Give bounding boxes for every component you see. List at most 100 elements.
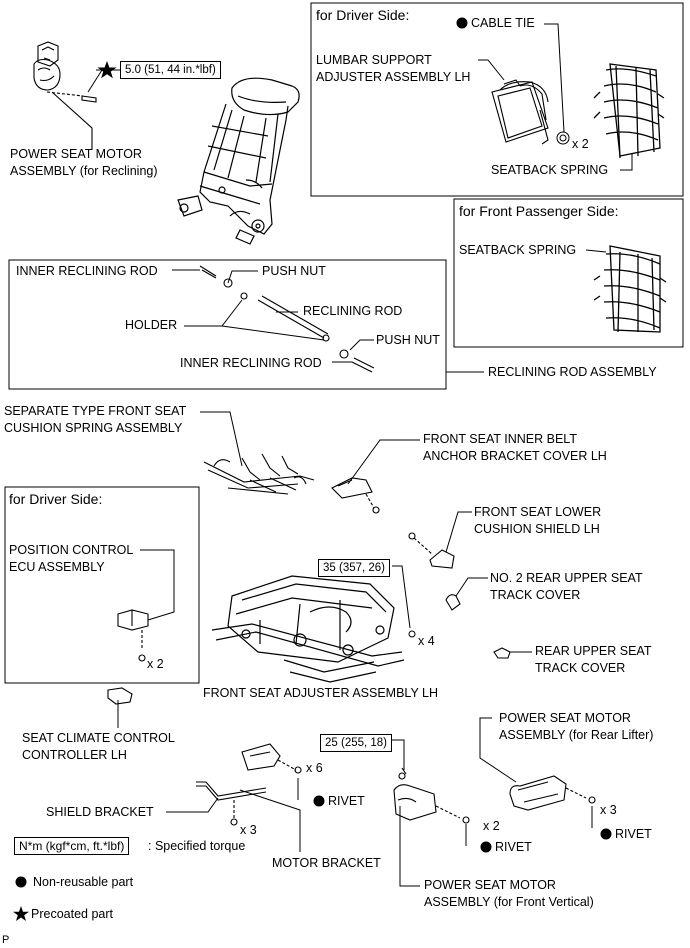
x4-label: x 4 [418,634,435,648]
lumbar-label-2: ADJUSTER ASSEMBLY LH [316,70,471,84]
x2-front-label: x 2 [483,819,500,833]
x2-ecu-label: x 2 [147,657,164,671]
driver-side-mid-header: for Driver Side: [9,491,103,507]
torque-5-box: 5.0 (51, 44 in.*lbf) [120,61,221,79]
holder-label: HOLDER [125,318,178,332]
seatback-spring-driver-drawing [593,63,665,159]
ecu-drawing [117,609,149,662]
rivet-3-nonreusable-icon [600,828,612,840]
precoated-star-icon [97,61,117,79]
seat-adjuster-drawing [211,575,405,683]
front-vertical-leader [399,806,420,887]
spring-driver-leader [620,154,633,171]
legend-torque-box: N*m (kgf*cm, ft.*lbf) [14,837,130,855]
recline-motor-drawing [33,41,97,150]
rear-lifter-leader [479,717,517,783]
holder-leader-a [184,299,243,327]
inner-reclining-rod-label-2: INNER RECLINING ROD [180,356,322,370]
push-nut-2-leader [349,339,374,351]
seatback-frame-drawing [177,77,300,245]
holder-leader-b [221,325,325,341]
torque35-leader [392,565,411,629]
driver-side-mid-frame [4,486,200,684]
cushion-spring-label-1: SEPARATE TYPE FRONT SEAT [4,404,187,418]
ecu-label-1: POSITION CONTROL [9,543,134,557]
belt-cover-label-1: FRONT SEAT INNER BELT [423,432,577,446]
lower-shield-leader [445,511,472,553]
lower-shield-label-1: FRONT SEAT LOWER [474,505,602,519]
legend-nonreusable-icon [15,876,27,888]
climate-label-2: CONTROLLER LH [22,748,127,762]
reclining-rod-parts [199,265,375,373]
passenger-side-header: for Front Passenger Side: [459,203,619,219]
rivet-label-3: RIVET [615,827,652,841]
belt-cover-label-2: ANCHOR BRACKET COVER LH [423,449,607,463]
ecu-label-2: ECU ASSEMBLY [9,560,105,574]
cable-tie-nonreusable-icon [456,17,468,29]
shield-bracket-leader [166,797,219,813]
belt-cover-leader [347,439,420,485]
lumbar-label-1: LUMBAR SUPPORT [316,53,432,67]
recline-motor-label-1: POWER SEAT MOTOR [10,147,142,161]
torque25-leader [388,739,405,770]
motor-bracket-drawing [196,743,302,826]
climate-label-1: SEAT CLIMATE CONTROL [22,731,175,745]
push-nut-label-2: PUSH NUT [376,333,440,347]
rear-cover-label-2: TRACK COVER [535,661,626,675]
lower-shield-drawing [408,532,455,569]
no2-cover-drawing [445,594,461,611]
front-vertical-motor-drawing [393,767,470,824]
rivet-label-2: RIVET [495,840,532,854]
motor-bracket-label: MOTOR BRACKET [272,856,381,870]
motor-bracket-leader [239,789,301,852]
lumbar-leader [478,59,505,81]
no2-cover-label-2: TRACK COVER [490,588,581,602]
legend-nonreusable-label: Non-reusable part [33,875,134,889]
seatback-spring-passenger-drawing [593,245,667,333]
climate-controller-drawing [107,687,133,705]
shield-bracket-label: SHIELD BRACKET [46,805,154,819]
no2-cover-label-1: NO. 2 REAR UPPER SEAT [490,571,643,585]
reclining-rod-label: RECLINING ROD [303,304,403,318]
push-nut-label-1: PUSH NUT [262,264,326,278]
rear-cover-label-1: REAR UPPER SEAT [535,644,652,658]
no2-cover-leader [455,577,488,597]
rivet-label-1: RIVET [328,794,365,808]
ecu-leader [140,549,175,621]
driver-side-top-frame [310,2,684,197]
rivet-2-nonreusable-icon [480,841,492,853]
passenger-side-frame [453,198,684,348]
cushion-spring-label-2: CUSHION SPRING ASSEMBLY [4,421,183,435]
rear-lifter-label-2: ASSEMBLY (for Rear Lifter) [499,728,654,742]
reclining-rod-assembly-label: RECLINING ROD ASSEMBLY [488,365,657,379]
x3-bracket-label: x 3 [240,823,257,837]
seatback-spring-driver-label: SEATBACK SPRING [491,163,609,177]
x6-label: x 6 [306,761,323,775]
spring-passenger-leader [585,249,607,253]
inner-reclining-rod-label-1: INNER RECLINING ROD [16,264,158,278]
torque-35-box: 35 (357, 26) [318,559,391,577]
legend-torque-text: : Specified torque [148,839,246,853]
legend-precoated-star-icon [13,906,29,921]
rear-cover-drawing [493,647,511,659]
x2-lumbar-label: x 2 [572,137,589,151]
x3-rear-label: x 3 [600,803,617,817]
cable-tie-label: CABLE TIE [471,16,535,30]
cushion-spring-drawing [203,453,315,495]
cable-tie-leader [544,23,565,133]
belt-cover-drawing [331,477,380,514]
driver-side-top-header: for Driver Side: [316,7,410,23]
lower-shield-label-2: CUSHION SHIELD LH [474,522,600,536]
reclining-rod-frame [8,259,447,390]
recline-motor-label-2: ASSEMBLY (for Reclining) [10,164,158,178]
rear-lifter-label-1: POWER SEAT MOTOR [499,711,631,725]
lumbar-support-drawing [491,79,549,145]
rear-lifter-motor-drawing [509,775,596,811]
cushion-spring-leader [200,411,243,467]
adjuster-assembly-label: FRONT SEAT ADJUSTER ASSEMBLY LH [203,686,439,700]
rivet-1-nonreusable-icon [313,795,325,807]
seatback-spring-passenger-label: SEATBACK SPRING [459,243,577,257]
push-nut-1-leader [227,270,258,284]
corner-mark: P [2,934,10,946]
